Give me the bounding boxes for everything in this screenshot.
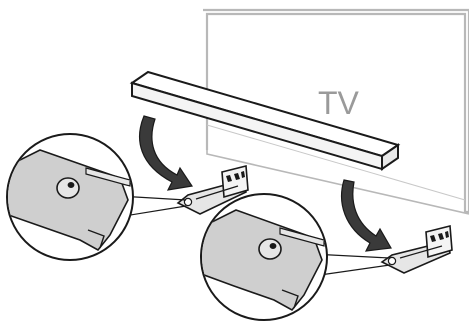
right-detail-screw-head xyxy=(259,239,281,259)
magnifier-circle-icon xyxy=(0,134,186,260)
left-detail-screw-head xyxy=(57,178,79,198)
magnifier-circle-icon xyxy=(196,194,390,320)
right-wall-bracket xyxy=(382,226,452,273)
tv-label: TV xyxy=(318,85,360,121)
left-arrow-shape xyxy=(140,116,192,190)
right-detail-screw-hole xyxy=(270,243,277,249)
left-detail-screw-hole xyxy=(68,182,75,188)
curved-arrow-down-icon xyxy=(140,116,192,190)
